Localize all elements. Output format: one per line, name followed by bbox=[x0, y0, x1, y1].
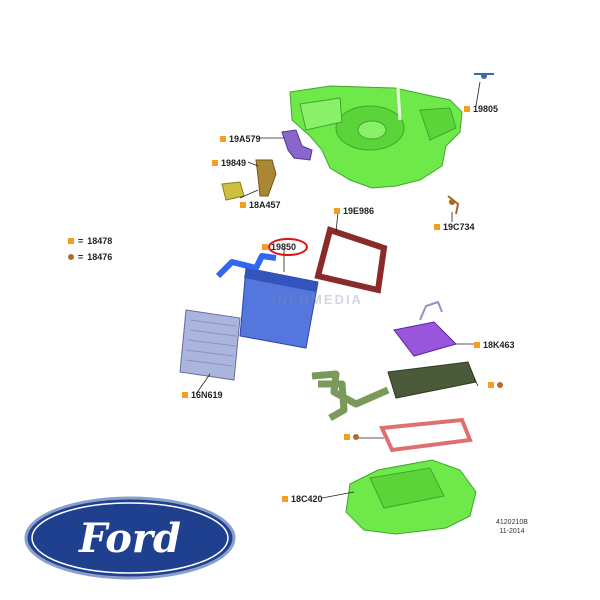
brace-18A457 bbox=[255, 159, 277, 197]
heater-core-pipes bbox=[311, 370, 390, 422]
highlight-ring-19850 bbox=[268, 238, 308, 256]
square-marker-icon bbox=[344, 434, 350, 440]
square-marker-icon bbox=[262, 244, 268, 250]
logo-text: Ford bbox=[78, 515, 181, 562]
round-marker-icon bbox=[68, 254, 74, 260]
callout-19849: 19849 bbox=[212, 158, 246, 168]
ford-logo bbox=[24, 496, 236, 580]
blower-motor-shaft bbox=[396, 87, 402, 121]
heater-core bbox=[311, 361, 477, 422]
heater-core-gasket bbox=[379, 417, 473, 453]
square-marker-icon bbox=[474, 342, 480, 348]
watermark: INFOMEDIA bbox=[272, 292, 363, 307]
callout-19A579: 19A579 bbox=[220, 134, 261, 144]
square-marker-icon bbox=[334, 208, 340, 214]
evaporator-19850 bbox=[215, 253, 319, 349]
marker-pair-heater bbox=[488, 382, 503, 388]
legend-round-label: 18476 bbox=[87, 252, 113, 262]
callout-18K463: 18K463 bbox=[474, 340, 515, 350]
sensor-19C734 bbox=[447, 195, 460, 215]
leader-lines bbox=[195, 81, 481, 499]
stamp-date: 11-2014 bbox=[499, 528, 525, 535]
callout-16N619: 16N619 bbox=[182, 390, 223, 400]
square-marker-icon bbox=[282, 496, 288, 502]
callout-19805: 19805 bbox=[464, 104, 498, 114]
housing-outlet bbox=[419, 107, 457, 141]
stamp-code: 4120210B bbox=[496, 519, 528, 526]
round-marker-icon bbox=[497, 382, 503, 388]
square-marker-icon bbox=[212, 160, 218, 166]
cabin-filter-16N619 bbox=[179, 309, 241, 381]
fastener-19805 bbox=[474, 73, 494, 79]
callout-19C734: 19C734 bbox=[434, 222, 475, 232]
ford-logo-wordmark: Ford bbox=[24, 496, 236, 580]
marker-pair-gasket bbox=[344, 434, 359, 440]
square-marker-icon bbox=[220, 136, 226, 142]
square-marker-icon bbox=[182, 392, 188, 398]
heater-core-body bbox=[387, 361, 477, 399]
illustration-stamp: 4120210B 11-2014 bbox=[496, 518, 528, 536]
housing-lower-18C420 bbox=[345, 459, 477, 535]
callout-19E986: 19E986 bbox=[334, 206, 374, 216]
square-marker-icon bbox=[240, 202, 246, 208]
square-marker-icon bbox=[488, 382, 494, 388]
square-marker-icon bbox=[434, 224, 440, 230]
callout-18A457: 18A457 bbox=[240, 200, 281, 210]
square-marker-icon bbox=[68, 238, 74, 244]
legend-round-part: = 18476 bbox=[68, 252, 112, 262]
legend-square-part: = 18478 bbox=[68, 236, 112, 246]
blower-hub bbox=[357, 120, 387, 140]
round-marker-icon bbox=[353, 434, 359, 440]
evaporator-pipes bbox=[215, 253, 277, 279]
control-module-18K463 bbox=[393, 300, 457, 357]
housing-upper-rib bbox=[299, 97, 343, 131]
square-marker-icon bbox=[464, 106, 470, 112]
bracket-19A579 bbox=[281, 129, 313, 161]
callout-18C420: 18C420 bbox=[282, 494, 323, 504]
legend-square-label: 18478 bbox=[87, 236, 113, 246]
seal-frame-19E986 bbox=[314, 226, 388, 294]
blower-housing-upper bbox=[289, 85, 463, 189]
